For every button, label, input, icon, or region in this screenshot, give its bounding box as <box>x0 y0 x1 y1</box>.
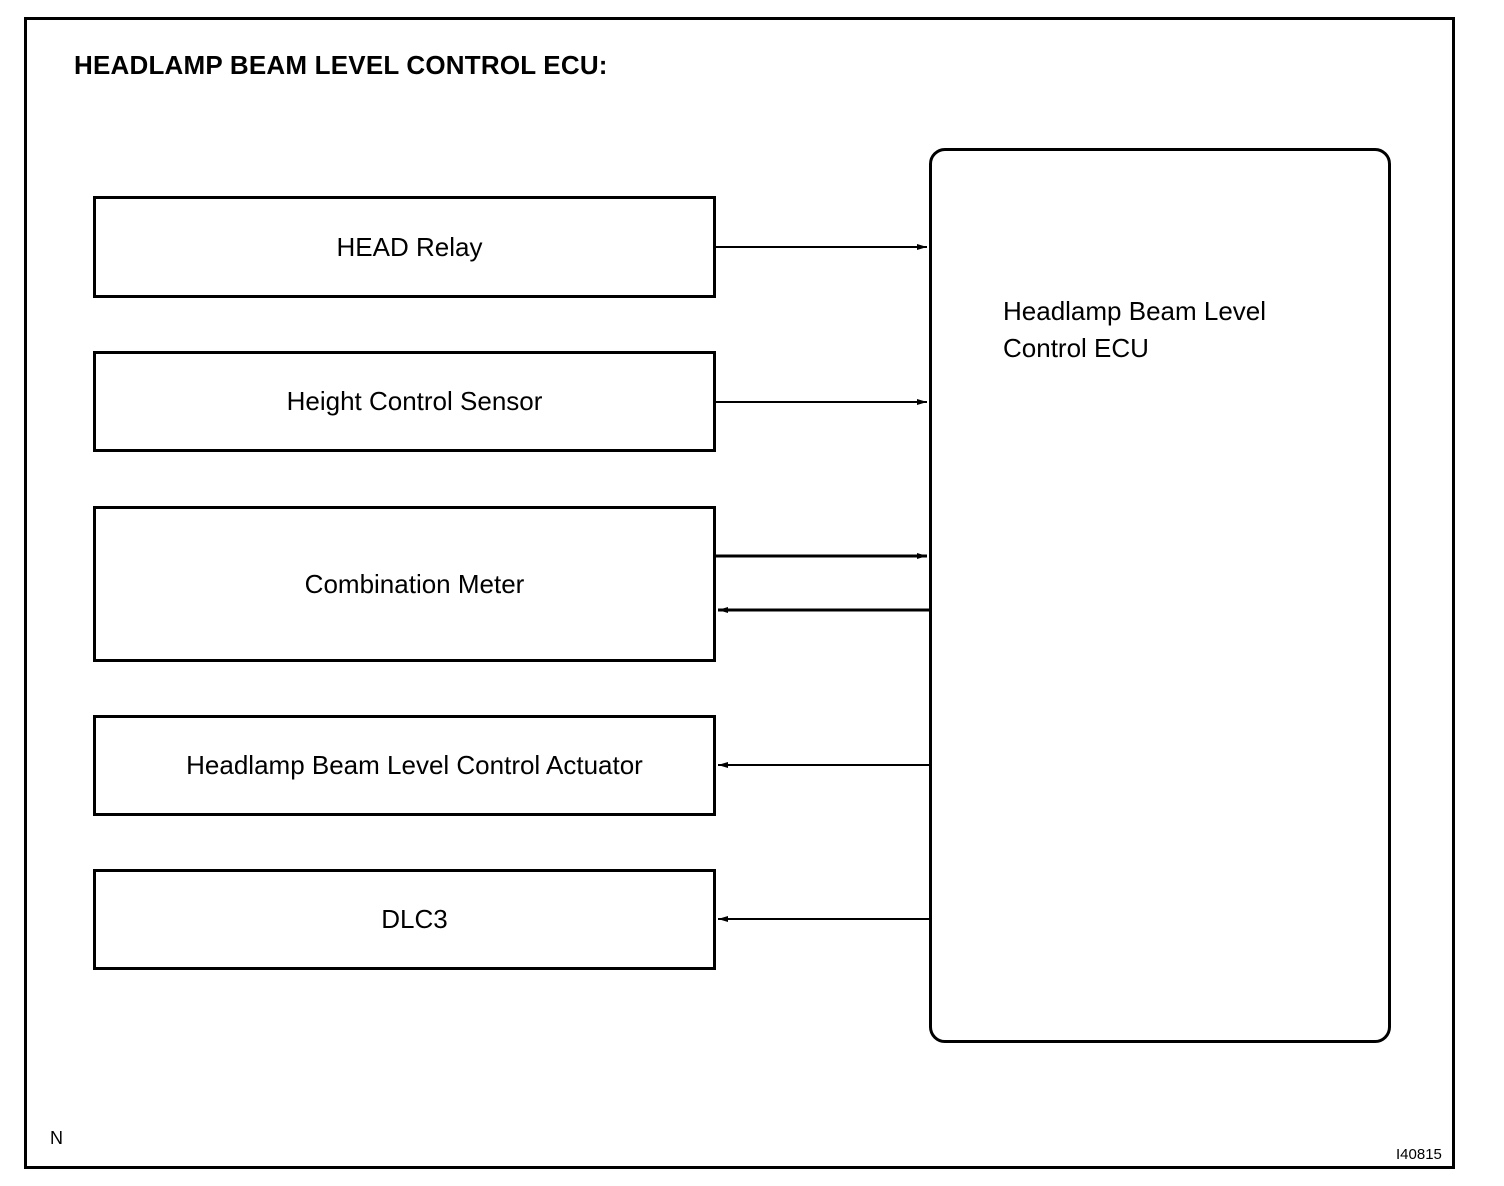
beam-level-actuator-label: Headlamp Beam Level Control Actuator <box>186 750 643 780</box>
figure-code: I40815 <box>1396 1146 1442 1163</box>
combination-meter-label: Combination Meter <box>304 568 525 599</box>
height-control-sensor-box: Height Control Sensor <box>93 351 716 452</box>
diagram-frame <box>24 17 1455 1169</box>
head-relay-box: HEAD Relay <box>93 196 716 298</box>
ecu-box <box>929 148 1391 1043</box>
head-relay-label: HEAD Relay <box>336 231 483 262</box>
corner-letter: N <box>50 1128 63 1148</box>
ecu-label: Headlamp Beam Level Control ECU <box>1003 293 1266 367</box>
dlc3-label: DLC3 <box>381 904 448 934</box>
dlc3-box: DLC3 <box>93 869 716 970</box>
ecu-label-line1: Headlamp Beam Level <box>1003 296 1267 326</box>
combination-meter-box: Combination Meter <box>93 506 716 662</box>
ecu-label-line2: Control ECU <box>1003 333 1149 363</box>
beam-level-actuator-box: Headlamp Beam Level Control Actuator <box>93 715 716 816</box>
height-control-sensor-label: Height Control Sensor <box>286 386 543 416</box>
diagram-title: HEADLAMP BEAM LEVEL CONTROL ECU: <box>74 50 608 80</box>
